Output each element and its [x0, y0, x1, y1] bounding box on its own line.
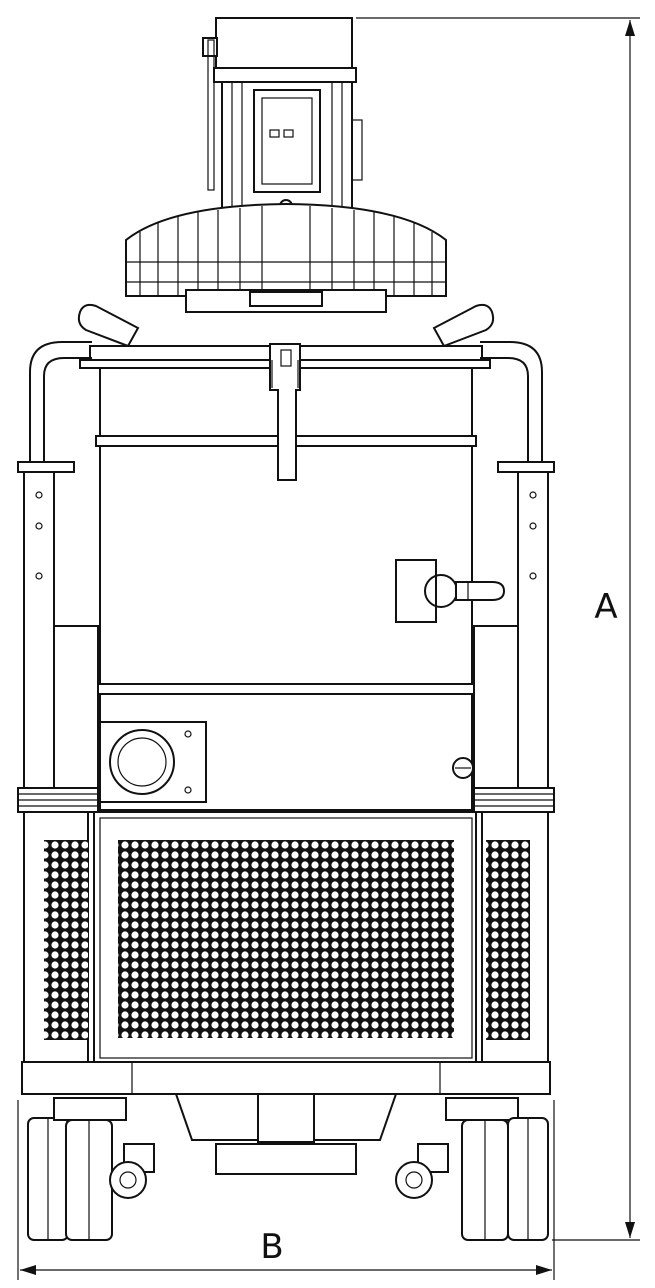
power-socket: [99, 721, 207, 803]
caster-right: [395, 1143, 449, 1199]
motor-terminal-box: [253, 89, 321, 193]
frame-right: [473, 341, 555, 793]
lid-handle-right: [432, 303, 495, 348]
dimension-b-label: B: [260, 1227, 283, 1267]
vent-grille-left: [44, 840, 88, 1040]
dimension-a: A: [356, 17, 640, 1241]
control-knob: [452, 757, 474, 779]
hose-inlet: [395, 559, 506, 623]
dimension-a-label: A: [594, 587, 617, 627]
caster-left: [109, 1143, 155, 1199]
frame-left: [17, 341, 99, 793]
vent-grille-center: [118, 840, 454, 1038]
wheel-left-inner: [53, 1097, 127, 1241]
spring-right: [473, 787, 555, 813]
spring-left: [17, 787, 99, 813]
vent-grille-right: [486, 840, 530, 1040]
wheel-left-outer: [27, 1117, 69, 1241]
wheel-right-outer: [507, 1117, 549, 1241]
fan-guard: [125, 202, 447, 313]
dimension-b: B: [17, 1100, 555, 1280]
lid-handle-left: [77, 303, 140, 348]
lid-clamp: [269, 343, 301, 481]
chassis: [21, 1061, 551, 1175]
